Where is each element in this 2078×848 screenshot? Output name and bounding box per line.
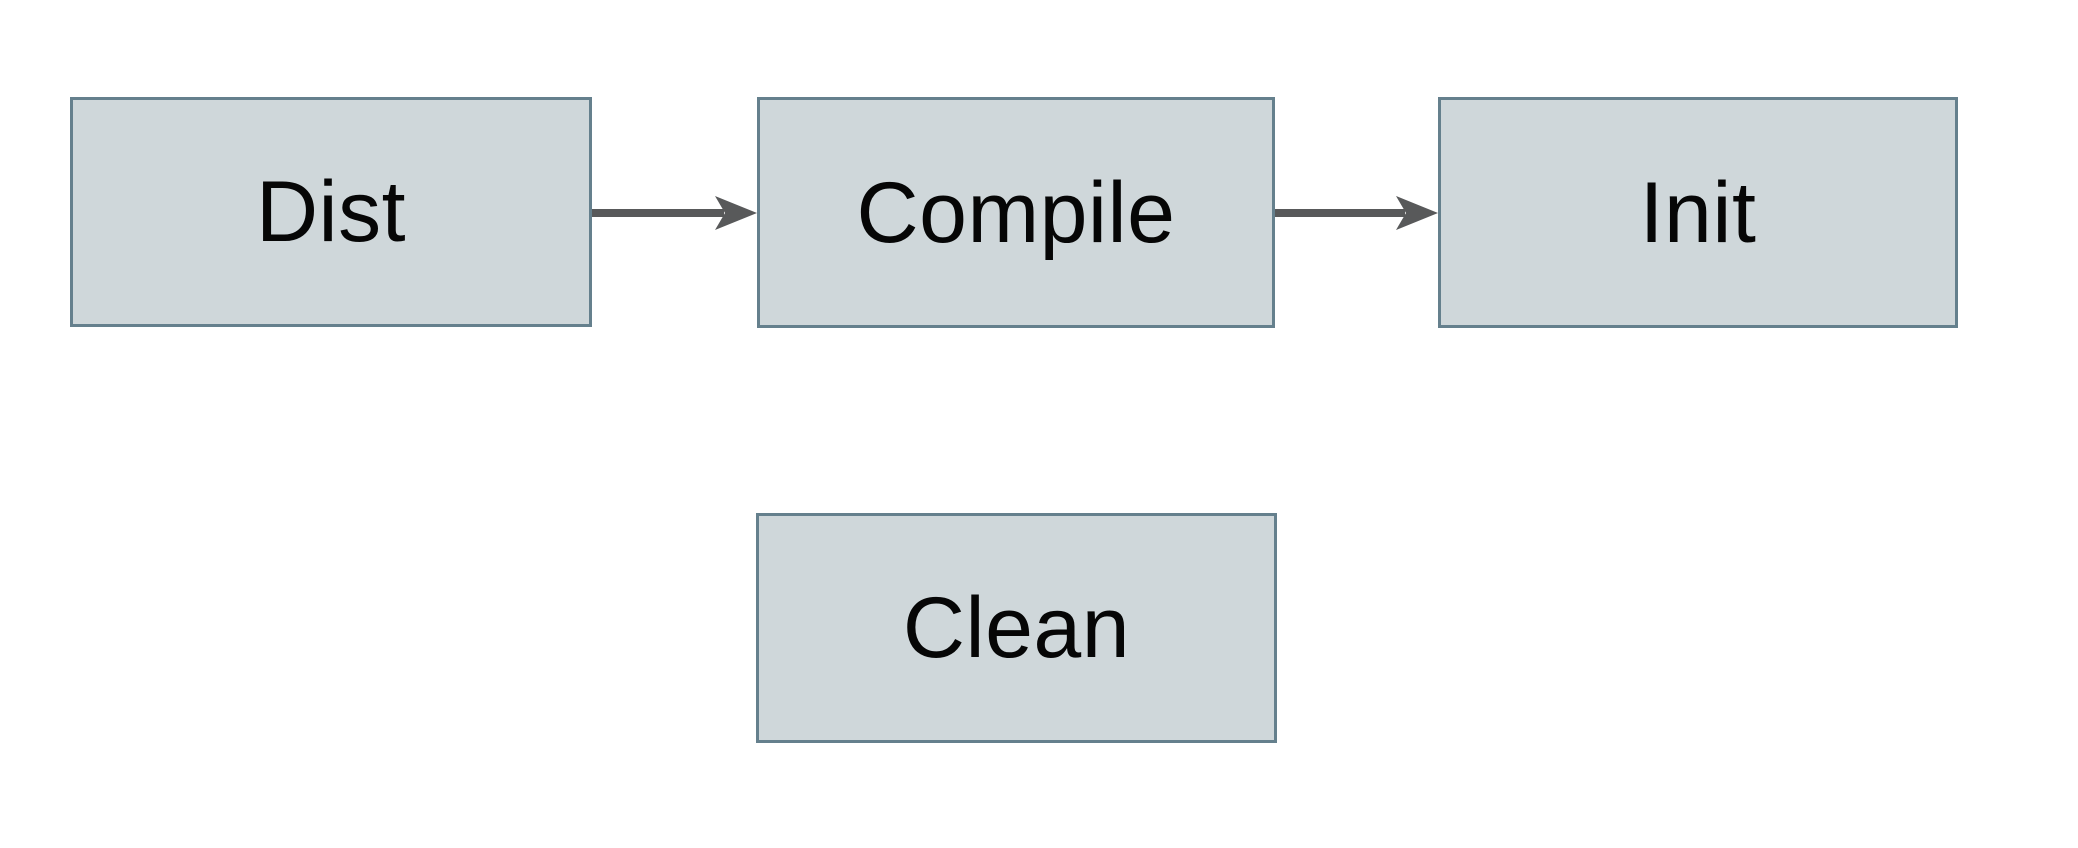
node-clean: Clean	[756, 513, 1277, 743]
arrowhead-icon	[715, 196, 757, 230]
arrowhead-icon	[1396, 196, 1438, 230]
node-clean-label: Clean	[902, 580, 1131, 676]
arrow-dist-to-compile	[592, 196, 757, 230]
node-init-label: Init	[1639, 164, 1757, 261]
arrow-shaft	[592, 209, 724, 217]
node-dist-label: Dist	[255, 164, 407, 260]
node-dist: Dist	[70, 97, 592, 327]
node-init: Init	[1438, 97, 1958, 328]
node-compile: Compile	[757, 97, 1275, 328]
arrow-shaft	[1275, 209, 1405, 217]
node-compile-label: Compile	[856, 164, 1176, 261]
arrow-compile-to-init	[1275, 196, 1438, 230]
